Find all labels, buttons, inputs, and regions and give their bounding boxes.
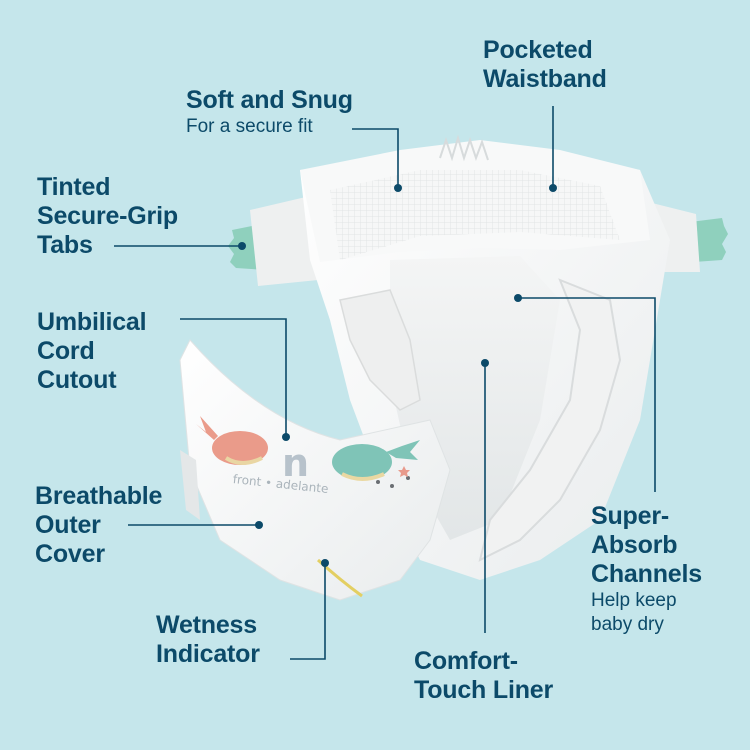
callout-tinted-secure-grip-tabs: Tinted Secure-Grip Tabs xyxy=(37,173,178,260)
leader-dots xyxy=(238,184,557,567)
callout-title: Soft and Snug xyxy=(186,86,353,114)
callout-umbilical-cord-cutout: Umbilical Cord Cutout xyxy=(37,308,147,395)
callout-title: Pocketed xyxy=(483,36,593,64)
callout-subtitle: For a secure fit xyxy=(186,116,313,137)
callout-title: Absorb xyxy=(591,531,678,559)
callout-title: Waistband xyxy=(483,65,607,93)
callout-subtitle: baby dry xyxy=(591,614,664,635)
callout-title: Outer xyxy=(35,511,101,539)
pink-whale-print xyxy=(196,416,268,465)
callout-super-absorb-channels: Super- Absorb Channels Help keep baby dr… xyxy=(591,502,702,637)
callout-subtitle: Help keep xyxy=(591,590,677,611)
callout-title: Touch Liner xyxy=(414,676,553,704)
callout-comfort-touch-liner: Comfort- Touch Liner xyxy=(414,647,553,705)
callout-title: Channels xyxy=(591,560,702,588)
callout-title: Super- xyxy=(591,502,669,530)
callout-title: Breathable xyxy=(35,482,163,510)
callout-breathable-outer-cover: Breathable Outer Cover xyxy=(35,482,162,569)
callout-title: Cover xyxy=(35,540,105,568)
callout-title: Wetness xyxy=(156,611,257,639)
callout-title: Secure-Grip xyxy=(37,202,178,230)
callout-title: Umbilical xyxy=(37,308,147,336)
print-letter: n xyxy=(282,441,309,485)
callout-soft-and-snug: Soft and Snug For a secure fit xyxy=(186,86,353,139)
callout-pocketed-waistband: Pocketed Waistband xyxy=(483,36,607,94)
callout-title: Tabs xyxy=(37,231,93,259)
callout-title: Cutout xyxy=(37,366,117,394)
callout-title: Tinted xyxy=(37,173,111,201)
callout-title: Cord xyxy=(37,337,95,365)
teal-whale-print xyxy=(332,440,420,488)
left-tab xyxy=(228,196,318,286)
callout-title: Comfort- xyxy=(414,647,518,675)
callout-wetness-indicator: Wetness Indicator xyxy=(156,611,260,669)
leader-lines xyxy=(114,106,656,660)
callout-title: Indicator xyxy=(156,640,260,668)
